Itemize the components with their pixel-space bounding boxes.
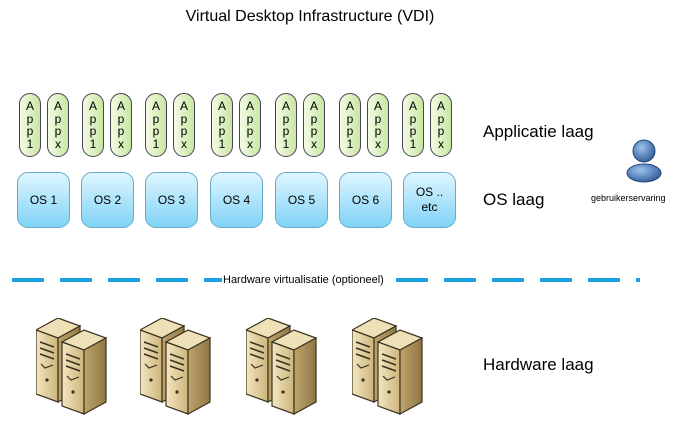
os-layer-label: OS laag (483, 190, 545, 209)
os-box-6: OS 6 (339, 172, 392, 228)
server-icon (36, 318, 112, 418)
os-box-2: OS 2 (81, 172, 134, 228)
server-icon (352, 318, 428, 418)
server-icon (140, 318, 216, 418)
os-box-1: OS 1 (17, 172, 70, 228)
user-icon (624, 135, 668, 188)
virtualization-label: Hardware virtualisatie (optioneel) (222, 274, 385, 286)
diagram-title: Virtual Desktop Infrastructure (VDI) (185, 8, 435, 25)
os-box-3: OS 3 (145, 172, 198, 228)
user-experience-label: gebruikerservaring (591, 193, 666, 203)
os-box-5: OS 5 (275, 172, 328, 228)
os-box-4: OS 4 (210, 172, 263, 228)
app-layer-label: Applicatie laag (483, 122, 594, 141)
os-box-etc: OS .. etc (403, 172, 456, 228)
hardware-layer-label: Hardware laag (483, 355, 594, 374)
server-icon (246, 318, 322, 418)
